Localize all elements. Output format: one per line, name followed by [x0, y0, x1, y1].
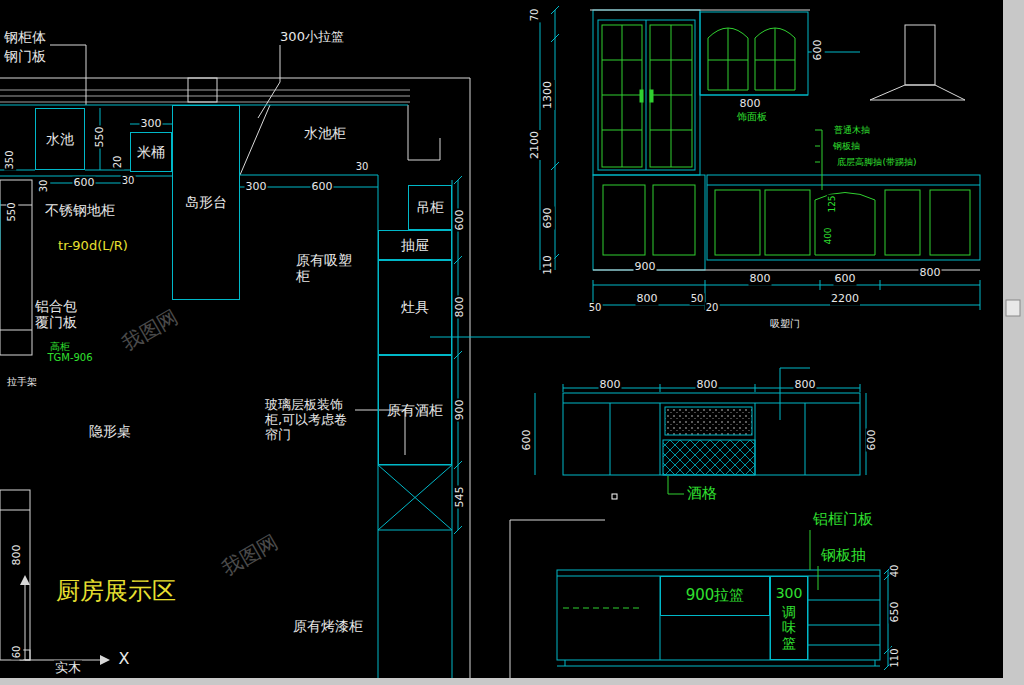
note-text: 饰面板 [736, 111, 768, 123]
watermark: 我图网 [217, 530, 282, 581]
dimension: 30 [121, 175, 136, 187]
dimension: 800 [454, 296, 467, 319]
cabinet-box: 300 调味篮 [770, 576, 808, 660]
note-text: 钢板抽 [832, 141, 861, 151]
cabinet-label: 300 [776, 585, 803, 601]
dimension: 600 [834, 273, 857, 286]
part-name: 水池柜 [303, 125, 347, 141]
model-code: TGM-906 [46, 352, 93, 364]
dimension: 600 [454, 209, 467, 232]
cabinet-box: 米桶 [130, 132, 172, 172]
note-text: 钢柜体 [3, 29, 47, 45]
part-name: 原有吸塑柜 [295, 252, 357, 284]
dimension: 400 [823, 226, 833, 245]
dimension: 20 [112, 155, 124, 170]
dimension: 800 [11, 544, 24, 567]
cabinet-label: 岛形台 [185, 194, 227, 210]
part-name: 拉手架 [6, 376, 38, 388]
dimension: 600 [521, 429, 534, 452]
cabinet-label: 调味篮 [782, 605, 796, 651]
axis-label: X [118, 650, 131, 668]
model-code: tr-90d(L/R) [57, 239, 129, 254]
dimension: 800 [919, 267, 942, 280]
cabinet-box: 吊柜 [408, 185, 452, 230]
note-text: 钢门板 [3, 48, 47, 64]
cabinet-box: 原有酒柜 [378, 355, 452, 465]
dimension: 690 [542, 207, 555, 230]
dimension: 110 [542, 254, 554, 275]
dimension: 125 [827, 194, 837, 213]
cabinet-label: 抽屉 [401, 237, 429, 253]
part-name: 不锈钢地柜 [44, 202, 116, 218]
watermark: 我图网 [117, 305, 182, 356]
note-text: 铝合包覆门板 [34, 298, 82, 330]
note-text: 实木 [54, 661, 82, 676]
dimension: 550 [94, 126, 107, 149]
dimension: 110 [889, 647, 901, 668]
note-text: 300小拉篮 [279, 30, 345, 45]
dimension: 600 [73, 177, 96, 190]
dimension: 600 [812, 39, 825, 62]
part-name: 高柜 [49, 341, 71, 353]
cabinet-box: 岛形台 [172, 105, 240, 300]
cabinet-box: 灶具 [378, 260, 452, 355]
dimension: 50 [588, 302, 603, 314]
note-text: 底层高脚抽(带踢抽) [836, 157, 917, 167]
dimension: 2200 [830, 293, 860, 306]
drawing-title: 厨房展示区 [55, 578, 177, 606]
dimension: 800 [794, 379, 817, 392]
dimension: 50 [690, 293, 705, 305]
dimension: 600 [866, 429, 879, 452]
cabinet-label: 吊柜 [416, 199, 444, 215]
cabinet-label: 水池 [46, 131, 74, 147]
dimension: 800 [696, 379, 719, 392]
dimension: 900 [454, 399, 467, 422]
dimension: 300 [245, 181, 268, 194]
dimension: 60 [11, 645, 23, 660]
cabinet-box: 900拉篮 [660, 576, 770, 616]
dimension: 800 [636, 293, 659, 306]
part-name: 酒格 [686, 485, 718, 502]
part-name: 原有烤漆柜 [292, 618, 364, 634]
cabinet-label: 原有酒柜 [387, 402, 443, 418]
dimension: 350 [4, 149, 16, 170]
dimension: 300 [140, 118, 163, 131]
dimension: 900 [634, 261, 657, 274]
dimension: 800 [739, 98, 762, 111]
dimension: 1300 [542, 80, 555, 110]
dimension: 30 [355, 161, 370, 173]
dimension: 20 [705, 302, 720, 314]
dimension: 40 [889, 564, 901, 579]
cabinet-label: 米桶 [137, 144, 165, 160]
cabinet-label: 900拉篮 [686, 587, 745, 604]
note-text: 铝框门板 [812, 511, 874, 528]
note-text: 吸塑门 [769, 318, 801, 330]
cabinet-box: 抽屉 [378, 230, 452, 260]
dimension: 545 [454, 486, 467, 509]
note-text: 玻璃层板装饰柜,可以考虑卷帘门 [264, 398, 350, 443]
cabinet-box: 水池 [35, 108, 85, 170]
dimension: 70 [529, 8, 541, 23]
note-text: 普通木抽 [833, 125, 871, 135]
part-name: 隐形桌 [88, 423, 132, 439]
dimension: 2100 [529, 130, 542, 160]
dimension: 600 [311, 181, 334, 194]
dimension: 650 [889, 601, 902, 624]
dimension: 800 [599, 379, 622, 392]
dimension: 800 [749, 273, 772, 286]
cabinet-label: 灶具 [401, 299, 429, 315]
dimension: 550 [6, 201, 18, 222]
note-text: 钢板抽 [820, 547, 867, 564]
dimension: 30 [38, 179, 50, 194]
